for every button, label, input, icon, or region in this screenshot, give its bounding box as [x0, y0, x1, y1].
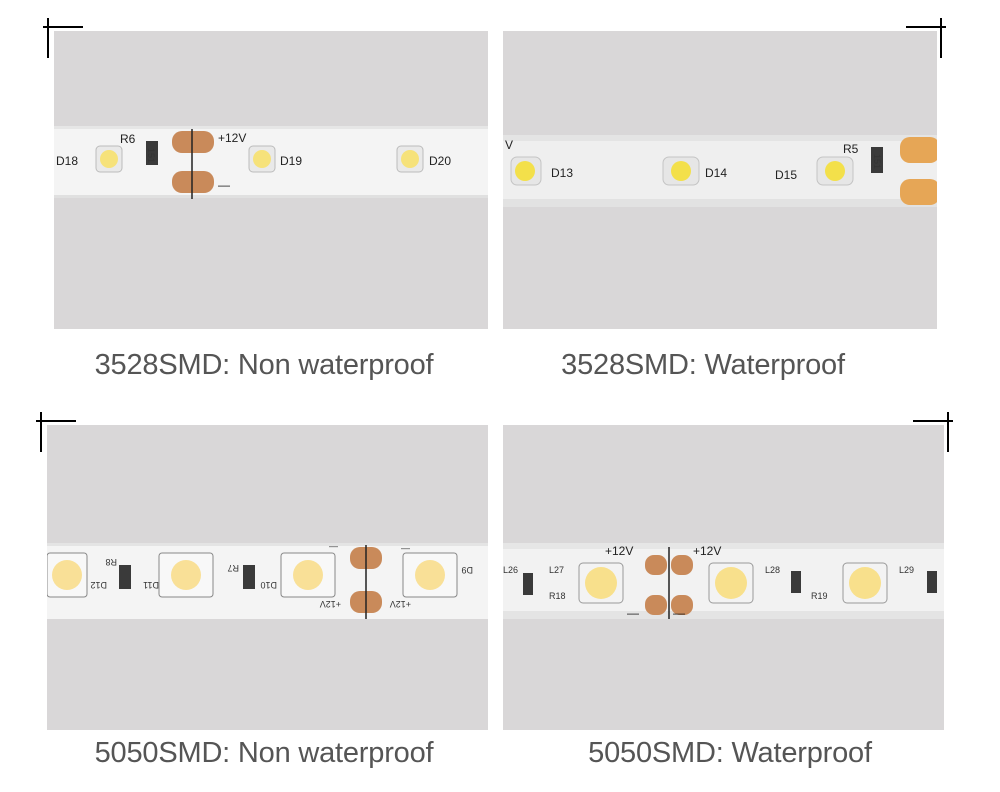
label-minus-1: —	[329, 541, 338, 551]
label-minus-2: —	[401, 543, 410, 553]
label-d19: D19	[280, 154, 302, 168]
resistor	[523, 573, 533, 595]
led-chip	[158, 552, 214, 598]
label-plus-12v: +12V	[218, 131, 246, 145]
label-l29: L29	[899, 565, 914, 575]
copper-pad	[671, 595, 693, 615]
copper-pad	[645, 595, 667, 615]
resistor	[119, 565, 131, 589]
led-chip	[662, 156, 700, 186]
label-minus-2: —	[673, 606, 685, 620]
resistor	[871, 147, 883, 173]
led-chip	[708, 562, 754, 604]
caption-5050-waterproof: 5050SMD: Waterproof	[588, 737, 872, 769]
label-r18: R18	[549, 591, 566, 601]
photo-3528-non-waterproof: 151 R6 +12V — D18 D19 D20	[54, 31, 488, 329]
resistor	[146, 141, 158, 165]
copper-pad	[900, 179, 937, 205]
label-d13: D13	[551, 166, 573, 180]
label-l26: L26	[503, 565, 518, 575]
label-l27: L27	[549, 565, 564, 575]
label-d11: D11	[143, 580, 159, 590]
label-l28: L28	[765, 565, 780, 575]
label-d14: D14	[705, 166, 727, 180]
led-chip	[47, 552, 88, 598]
led-chip	[816, 156, 854, 186]
label-plus-12v-2: +12V	[693, 544, 721, 558]
caption-3528-waterproof: 3528SMD: Waterproof	[561, 349, 845, 381]
label-plus-12v-1: +12V	[320, 599, 341, 609]
label-minus-1: —	[627, 606, 639, 620]
label-r7: R7	[227, 563, 239, 573]
led-chip	[842, 562, 888, 604]
label-d9: D9	[461, 565, 473, 575]
copper-pad	[900, 137, 937, 163]
copper-pad	[172, 171, 214, 193]
crop-mark-top-left	[43, 18, 83, 58]
resistor	[927, 571, 937, 593]
label-d12: D12	[90, 580, 107, 590]
label-v: V	[505, 138, 513, 152]
led-strip	[503, 135, 937, 207]
led-chip	[248, 145, 276, 173]
label-d10: D10	[260, 580, 277, 590]
led-chip	[578, 562, 624, 604]
resistor-code: 151	[146, 148, 156, 163]
label-d20: D20	[429, 154, 451, 168]
led-chip	[510, 156, 542, 186]
caption-5050-non-waterproof: 5050SMD: Non waterproof	[94, 737, 434, 769]
label-plus-12v-2: +12V	[390, 599, 411, 609]
photo-5050-waterproof: L26 L27 L28 L29 R18 R19 +12V +12V — —	[503, 425, 944, 730]
label-plus-12v-1: +12V	[605, 544, 633, 558]
copper-pad	[671, 555, 693, 575]
caption-3528-non-waterproof: 3528SMD: Non waterproof	[94, 349, 434, 381]
resistor	[791, 571, 801, 593]
led-chip	[280, 552, 336, 598]
crop-mark-top-right	[906, 18, 946, 58]
led-chip	[95, 145, 123, 173]
label-d15: D15	[775, 168, 797, 182]
crop-mark-mid-right	[913, 412, 953, 452]
led-chip	[402, 552, 458, 598]
label-r6: R6	[120, 132, 136, 146]
label-r19: R19	[811, 591, 828, 601]
resistor	[243, 565, 255, 589]
label-minus: —	[218, 178, 230, 192]
led-chip	[396, 145, 424, 173]
label-r8: R8	[105, 557, 117, 567]
copper-pad	[645, 555, 667, 575]
photo-3528-waterproof: 151 V R5 D13 D14 D15	[503, 31, 937, 329]
label-d18: D18	[56, 154, 78, 168]
resistor-code: 151	[872, 154, 882, 169]
copper-pad	[172, 131, 214, 153]
photo-5050-non-waterproof: R8 R7 D12 D11 D10 D9 +12V +12V — —	[47, 425, 488, 730]
crop-mark-mid-left	[36, 412, 76, 452]
label-r5: R5	[843, 142, 859, 156]
